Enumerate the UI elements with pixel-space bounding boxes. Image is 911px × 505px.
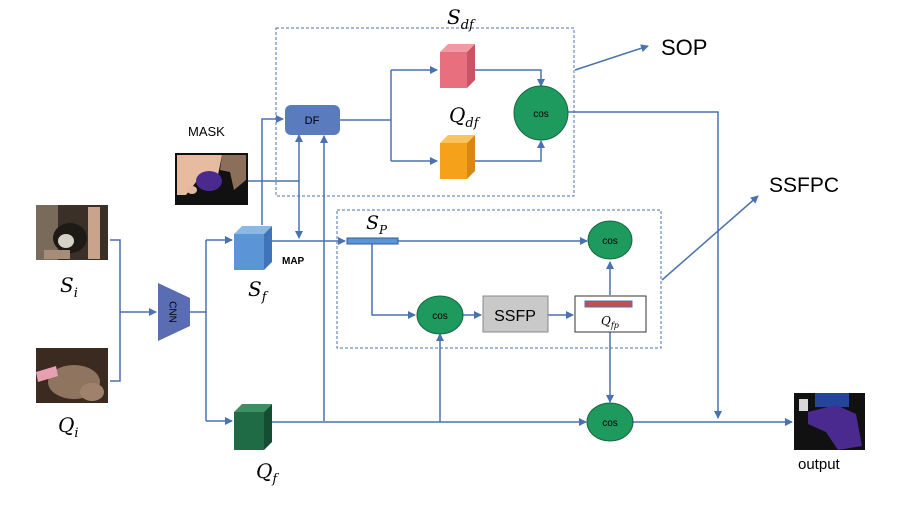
q-f-label: Qf [256,459,279,487]
cos-node-bottom-label: cos [602,418,618,429]
sp-dashed-box [336,209,662,349]
sp-bar [346,237,399,245]
output-image [794,393,865,450]
cos-node-top-label: cos [533,109,549,120]
qfp-block [574,295,647,333]
qdf-cube [440,135,475,179]
ssfp-label: SSFP [494,308,536,325]
s-p-label: SP [366,212,388,237]
map-label: MAP [282,256,305,267]
sf-cube [234,226,272,270]
mask-label: MASK [188,124,225,139]
df-block [285,105,340,135]
s-f-label: Sf [248,277,269,305]
q-fp-label: Qfp [601,314,619,330]
cos-node-bottom: cos [586,402,634,442]
mask-image [175,153,248,205]
q-i-label: Qi [58,413,79,441]
cos-node-top: cos [513,85,569,141]
ssfp-block [482,295,549,333]
df-label: DF [305,115,320,127]
cos-node-sp: cos [587,220,633,260]
sdf-cube [440,44,475,88]
qfp-bar [584,300,633,308]
qf-cube [234,404,272,450]
q-df-label: Qdf [449,103,481,131]
cos-node-sp-label: cos [602,236,618,247]
cnn-block [158,283,190,341]
output-label: output [798,456,841,473]
ssfpc-label: SSFPC [769,174,839,197]
cos-node-mid-label: cos [432,311,448,322]
support-image [36,205,108,260]
s-i-label: Si [60,273,78,301]
query-image [36,348,108,403]
connections [110,44,793,426]
sop-label: SOP [661,35,707,60]
s-df-label: Sdf [447,5,476,33]
cnn-label: CNN [166,301,177,323]
cos-node-mid: cos [416,295,464,335]
